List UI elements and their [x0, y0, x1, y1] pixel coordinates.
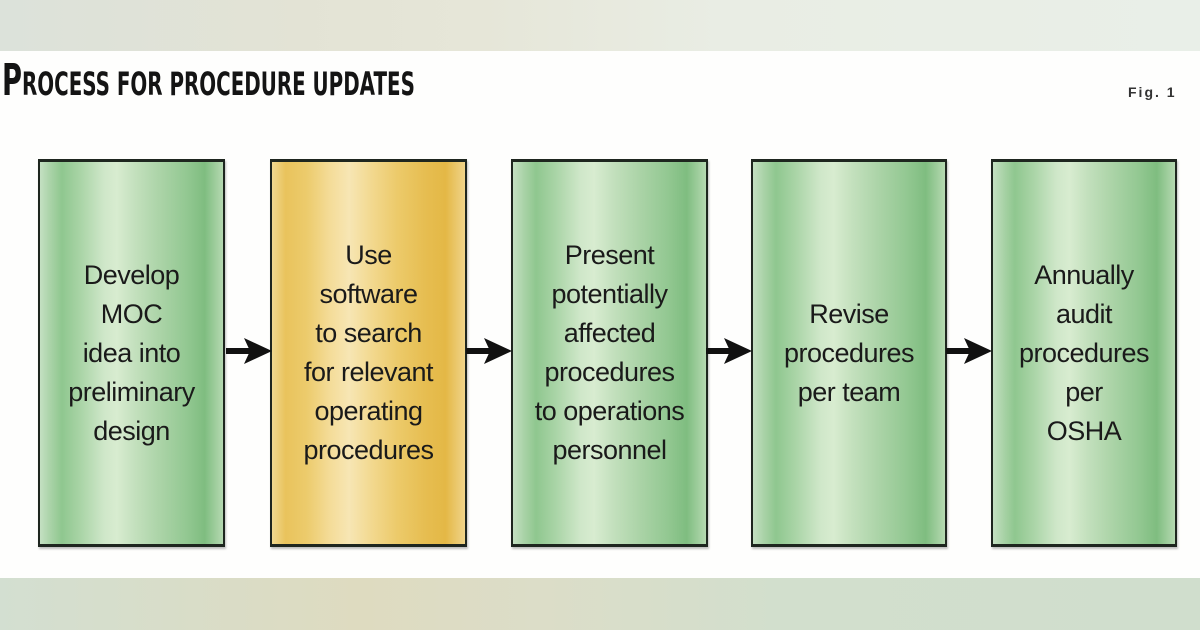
step-box-use-software: Use software to search for relevant oper…: [270, 159, 467, 547]
arrow-right-icon: [466, 338, 512, 364]
arrow-right-icon: [706, 338, 752, 364]
step-text: Develop MOC idea into preliminary design: [68, 259, 195, 446]
step-box-revise-procedures: Revise procedures per team: [751, 159, 947, 547]
step-box-develop-moc: Develop MOC idea into preliminary design: [38, 159, 225, 547]
step-text: Use software to search for relevant oper…: [303, 240, 434, 465]
diagram-title: PROCESS FOR PROCEDURE UPDATES: [2, 59, 415, 103]
arrow-right-icon: [226, 338, 272, 364]
top-background-band: [0, 0, 1200, 51]
step-text: Revise procedures per team: [783, 298, 915, 407]
title-initial: P: [2, 55, 22, 106]
step-box-present-procedures: Present potentially affected procedures …: [511, 159, 708, 547]
bottom-background-band: [0, 578, 1200, 630]
arrow-right-icon: [946, 338, 992, 364]
step-text: Annually audit procedures per OSHA: [1018, 259, 1150, 446]
title-rest: ROCESS FOR PROCEDURE UPDATES: [21, 65, 415, 103]
figure-label: Fig. 1: [1128, 84, 1177, 100]
step-text: Present potentially affected procedures …: [534, 240, 685, 465]
step-box-annual-audit: Annually audit procedures per OSHA: [991, 159, 1177, 547]
